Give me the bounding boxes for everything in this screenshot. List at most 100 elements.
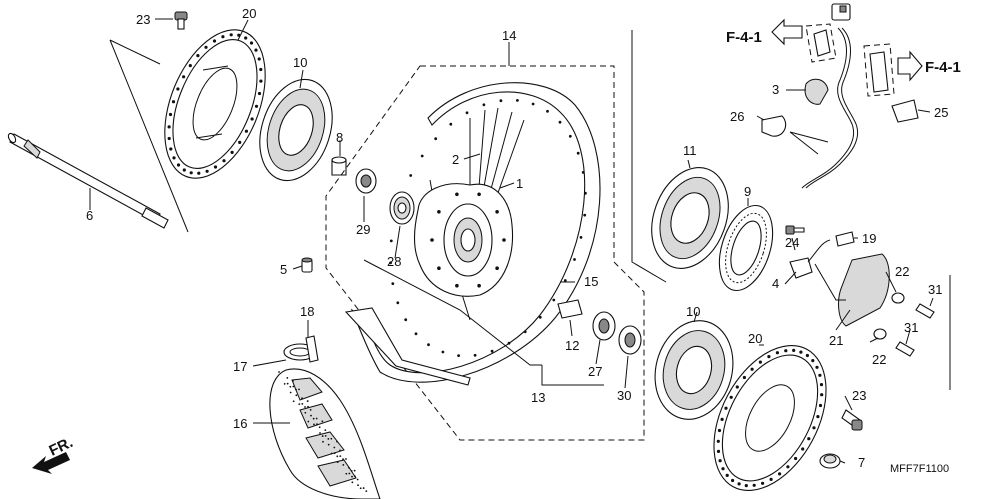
hole	[495, 210, 499, 214]
tread-dot	[359, 487, 362, 490]
tread-dot	[345, 472, 348, 475]
hole	[212, 39, 217, 43]
callout-22-bottom: 22	[872, 352, 886, 367]
callout-2: 2	[452, 152, 459, 167]
tread-dot	[292, 385, 295, 388]
hole	[495, 266, 499, 271]
tread-dot	[283, 382, 286, 385]
callout-13: 13	[531, 390, 545, 405]
hole	[430, 238, 434, 242]
hole	[455, 283, 459, 288]
rim-band	[344, 307, 471, 386]
hole	[229, 33, 233, 37]
callout-25: 25	[934, 105, 948, 120]
hole	[414, 332, 418, 336]
collar-8	[331, 156, 347, 176]
tread-dot	[304, 411, 307, 414]
hole	[716, 439, 720, 443]
hole	[523, 330, 527, 334]
hole	[717, 428, 722, 433]
hole	[778, 472, 782, 476]
tread-dot	[304, 406, 306, 408]
hole	[205, 169, 209, 173]
callout-28: 28	[387, 254, 401, 269]
hole	[737, 482, 741, 486]
callout-12: 12	[565, 338, 579, 353]
callout-3: 3	[772, 82, 779, 97]
hole	[389, 239, 393, 243]
tread-dot	[322, 440, 324, 443]
callout-4: 4	[772, 276, 779, 291]
callout-10-bottom: 10	[686, 304, 700, 319]
tread-dot	[278, 371, 280, 373]
bolts-22-31	[873, 292, 935, 357]
tread-dot	[351, 475, 353, 478]
hole	[546, 109, 549, 113]
tire	[269, 368, 381, 499]
ref-arrow-right	[897, 50, 923, 82]
callout-23-bottom: 23	[852, 388, 866, 403]
hole	[579, 236, 583, 239]
hub-cover-bottom	[654, 320, 734, 420]
hole	[213, 165, 218, 169]
tread-dot	[339, 455, 342, 458]
hole	[818, 373, 822, 377]
tread-dot	[342, 464, 345, 466]
hole	[720, 417, 724, 421]
hole	[812, 426, 816, 430]
callout-7: 7	[858, 455, 865, 470]
tread-dot	[342, 458, 344, 461]
hole	[409, 174, 413, 177]
hole	[568, 134, 572, 138]
tread-dot	[330, 452, 333, 455]
tread-dot	[333, 452, 336, 455]
hole	[391, 282, 395, 285]
clamp-3	[804, 78, 829, 105]
callout-17: 17	[233, 359, 247, 374]
hole	[516, 99, 519, 102]
hole	[244, 129, 248, 133]
tread-dot	[362, 487, 365, 489]
hole	[750, 367, 754, 371]
hole	[558, 120, 562, 124]
sensor-guard	[838, 253, 890, 327]
hole	[811, 359, 815, 363]
tread-dot	[365, 490, 368, 493]
callout-6: 6	[86, 208, 93, 223]
hole	[455, 192, 459, 197]
hub-cover-top	[259, 78, 333, 182]
tread-dot	[301, 397, 303, 400]
callout-5: 5	[280, 262, 287, 277]
valve-cap-5	[301, 257, 313, 273]
tread-dot	[356, 478, 359, 481]
hole	[499, 99, 503, 103]
callout-9: 9	[744, 184, 751, 199]
callout-24: 24	[785, 235, 799, 250]
hole	[171, 100, 176, 104]
hole	[249, 41, 254, 45]
tread-dot	[321, 435, 324, 437]
bolt-23-top	[174, 11, 188, 30]
tread-dot	[307, 405, 309, 408]
hole	[815, 365, 819, 369]
tread-dot	[336, 461, 339, 463]
hole	[259, 79, 263, 83]
bracket-dashed-right	[863, 43, 895, 97]
hole	[552, 298, 556, 302]
hole	[222, 159, 226, 163]
hole	[244, 36, 248, 40]
hole	[805, 353, 810, 358]
tread-dot	[289, 385, 292, 388]
bearing-28	[389, 191, 415, 225]
hole	[752, 483, 756, 487]
hole	[818, 403, 823, 408]
tread-dot	[286, 377, 289, 379]
callout-8: 8	[336, 130, 343, 145]
tread-dot	[351, 481, 354, 484]
hole	[196, 54, 200, 58]
tread-dot	[353, 469, 356, 472]
hole	[792, 348, 796, 352]
bolt-24	[785, 225, 805, 235]
hole	[167, 136, 171, 141]
